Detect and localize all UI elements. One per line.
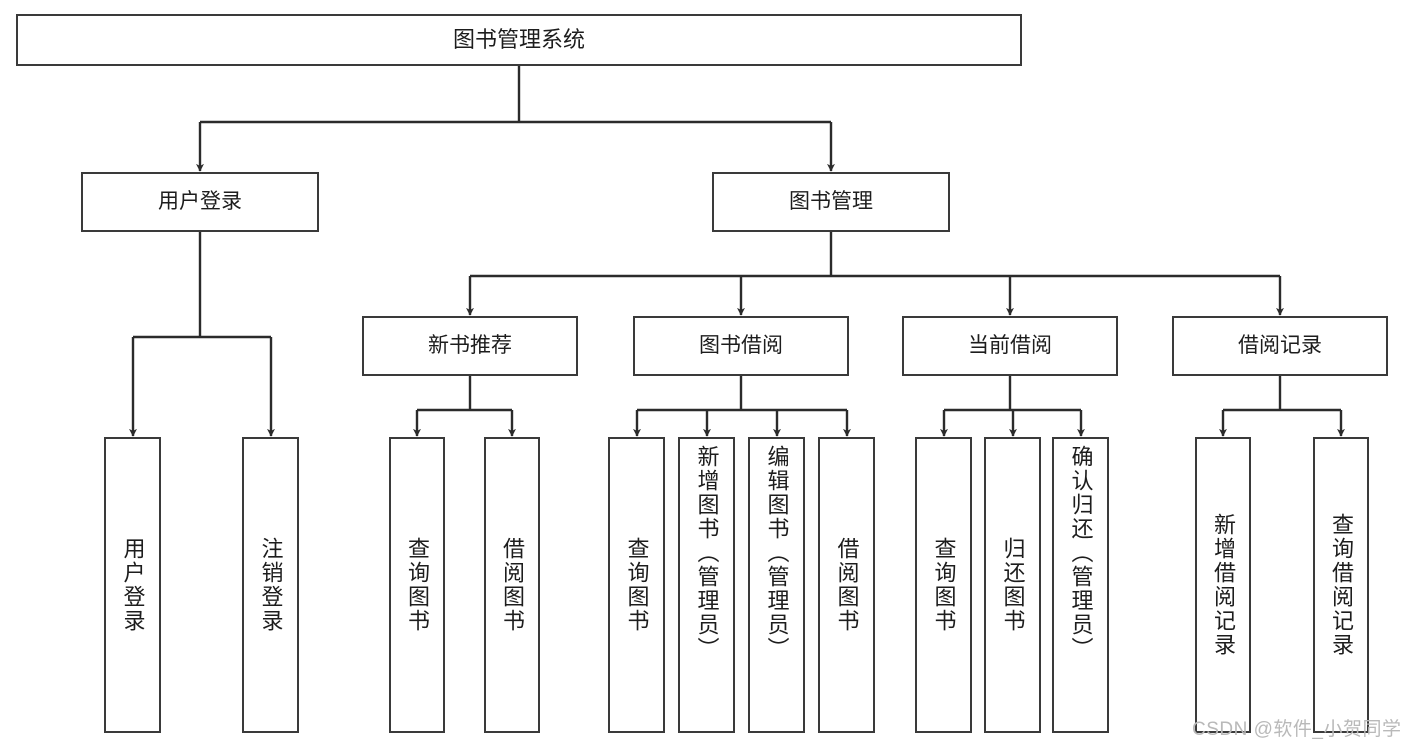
node-leaf-user-login[interactable]: 用户登录: [104, 437, 161, 733]
node-label-user-login: 用户登录: [158, 190, 242, 214]
node-label-new-book-recommend: 新书推荐: [428, 334, 512, 358]
node-label-leaf-confirm-return: 确认归还（管理员）: [1068, 445, 1094, 661]
node-label-current-borrow: 当前借阅: [968, 334, 1052, 358]
node-borrow-record[interactable]: 借阅记录: [1172, 316, 1388, 376]
node-label-leaf-return-book: 归还图书: [1000, 537, 1026, 633]
node-leaf-query-borrow-record[interactable]: 查询借阅记录: [1313, 437, 1369, 733]
node-current-borrow[interactable]: 当前借阅: [902, 316, 1118, 376]
node-label-book-borrow: 图书借阅: [699, 334, 783, 358]
node-leaf-return-book[interactable]: 归还图书: [984, 437, 1041, 733]
node-label-leaf-user-login: 用户登录: [120, 537, 146, 633]
node-label-book-manage: 图书管理: [789, 190, 873, 214]
node-leaf-confirm-return[interactable]: 确认归还（管理员）: [1052, 437, 1109, 733]
node-book-manage[interactable]: 图书管理: [712, 172, 950, 232]
node-leaf-add-book[interactable]: 新增图书（管理员）: [678, 437, 735, 733]
node-leaf-query-book-2[interactable]: 查询图书: [608, 437, 665, 733]
node-leaf-user-logout[interactable]: 注销登录: [242, 437, 299, 733]
node-label-leaf-query-book-2: 查询图书: [624, 537, 650, 633]
node-label-leaf-query-book-3: 查询图书: [931, 537, 957, 633]
node-label-leaf-query-borrow-record: 查询借阅记录: [1329, 513, 1354, 657]
node-label-leaf-edit-book: 编辑图书（管理员）: [764, 445, 790, 661]
node-leaf-borrow-book-2[interactable]: 借阅图书: [818, 437, 875, 733]
node-label-leaf-borrow-book-1: 借阅图书: [500, 537, 525, 633]
node-label-leaf-borrow-book-2: 借阅图书: [834, 537, 860, 633]
node-new-book-recommend[interactable]: 新书推荐: [362, 316, 578, 376]
node-leaf-edit-book[interactable]: 编辑图书（管理员）: [748, 437, 805, 733]
node-leaf-add-borrow-record[interactable]: 新增借阅记录: [1195, 437, 1251, 733]
node-leaf-query-book-1[interactable]: 查询图书: [389, 437, 445, 733]
node-label-borrow-record: 借阅记录: [1238, 334, 1322, 358]
node-leaf-borrow-book-1[interactable]: 借阅图书: [484, 437, 540, 733]
node-label-leaf-user-logout: 注销登录: [258, 537, 284, 633]
node-book-borrow[interactable]: 图书借阅: [633, 316, 849, 376]
node-leaf-query-book-3[interactable]: 查询图书: [915, 437, 972, 733]
watermark: CSDN @软件_小贺同学: [1192, 719, 1402, 740]
node-label-leaf-add-borrow-record: 新增借阅记录: [1211, 513, 1236, 657]
node-root[interactable]: 图书管理系统: [16, 14, 1022, 66]
node-label-leaf-query-book-1: 查询图书: [405, 537, 430, 633]
node-user-login[interactable]: 用户登录: [81, 172, 319, 232]
node-label-leaf-add-book: 新增图书（管理员）: [694, 445, 720, 661]
node-label-root: 图书管理系统: [452, 26, 585, 52]
